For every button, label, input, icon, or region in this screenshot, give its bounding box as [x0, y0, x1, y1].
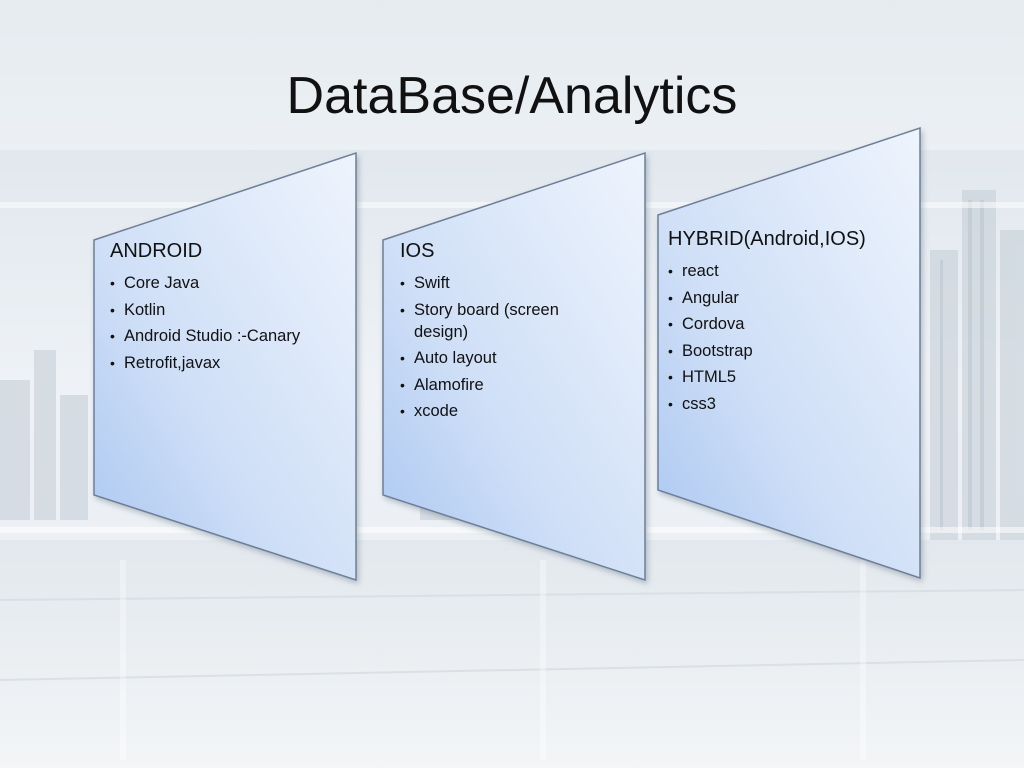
list-item: •HTML5	[668, 368, 737, 386]
android-panel-shape	[93, 151, 357, 582]
panel-heading: HYBRID(Android,IOS)	[668, 228, 866, 250]
list-item: •Core Java	[110, 274, 200, 292]
bullet-icon: •	[400, 376, 405, 393]
bullet-icon: •	[110, 328, 115, 344]
panel-list: •Core Java •Kotlin •Android Studio :-Can…	[110, 272, 350, 374]
bullet-icon: •	[400, 350, 405, 366]
bullet-icon: •	[668, 369, 673, 385]
panel-ios: IOS •Swift •Story board (screen design) …	[400, 240, 600, 427]
list-item: •xcode	[400, 402, 459, 420]
bullet-icon: •	[400, 301, 405, 318]
panel-heading: IOS	[400, 240, 435, 262]
list-item: •Story board (screen design)	[400, 300, 559, 341]
list-item: •react	[668, 262, 719, 280]
hybrid-panel-shape	[657, 126, 921, 580]
list-item: •Alamofire	[400, 375, 484, 394]
panel-heading: ANDROID	[110, 240, 203, 262]
list-item: •Retrofit,javax	[110, 353, 221, 372]
bullet-icon: •	[110, 354, 115, 371]
list-item: •Angular	[668, 288, 739, 307]
bullet-icon: •	[668, 316, 673, 332]
bullet-icon: •	[668, 263, 673, 279]
list-item: •Android Studio :-Canary	[110, 327, 301, 345]
list-item: •Cordova	[668, 315, 745, 333]
bullet-icon: •	[668, 289, 673, 306]
list-item: •Bootstrap	[668, 341, 753, 360]
list-item: •css3	[668, 394, 716, 413]
list-item: •Swift	[400, 274, 450, 292]
bullet-icon: •	[668, 395, 673, 412]
panel-list: •react •Angular •Cordova •Bootstrap •HTM…	[668, 260, 908, 415]
list-item: •Auto layout	[400, 349, 497, 367]
slide-title: DataBase/Analytics	[286, 67, 738, 125]
bullet-icon: •	[400, 403, 405, 419]
ios-panel-shape	[382, 151, 646, 582]
list-item: •Kotlin	[110, 300, 166, 319]
bullet-icon: •	[110, 301, 115, 318]
bullet-icon: •	[400, 275, 405, 291]
bullet-icon: •	[110, 275, 115, 291]
bullet-icon: •	[668, 342, 673, 359]
panel-list: •Swift •Story board (screen design) •Aut…	[400, 272, 600, 422]
panel-hybrid: HYBRID(Android,IOS) •react •Angular •Cor…	[668, 228, 908, 419]
panel-android: ANDROID •Core Java •Kotlin •Android Stud…	[110, 240, 350, 378]
